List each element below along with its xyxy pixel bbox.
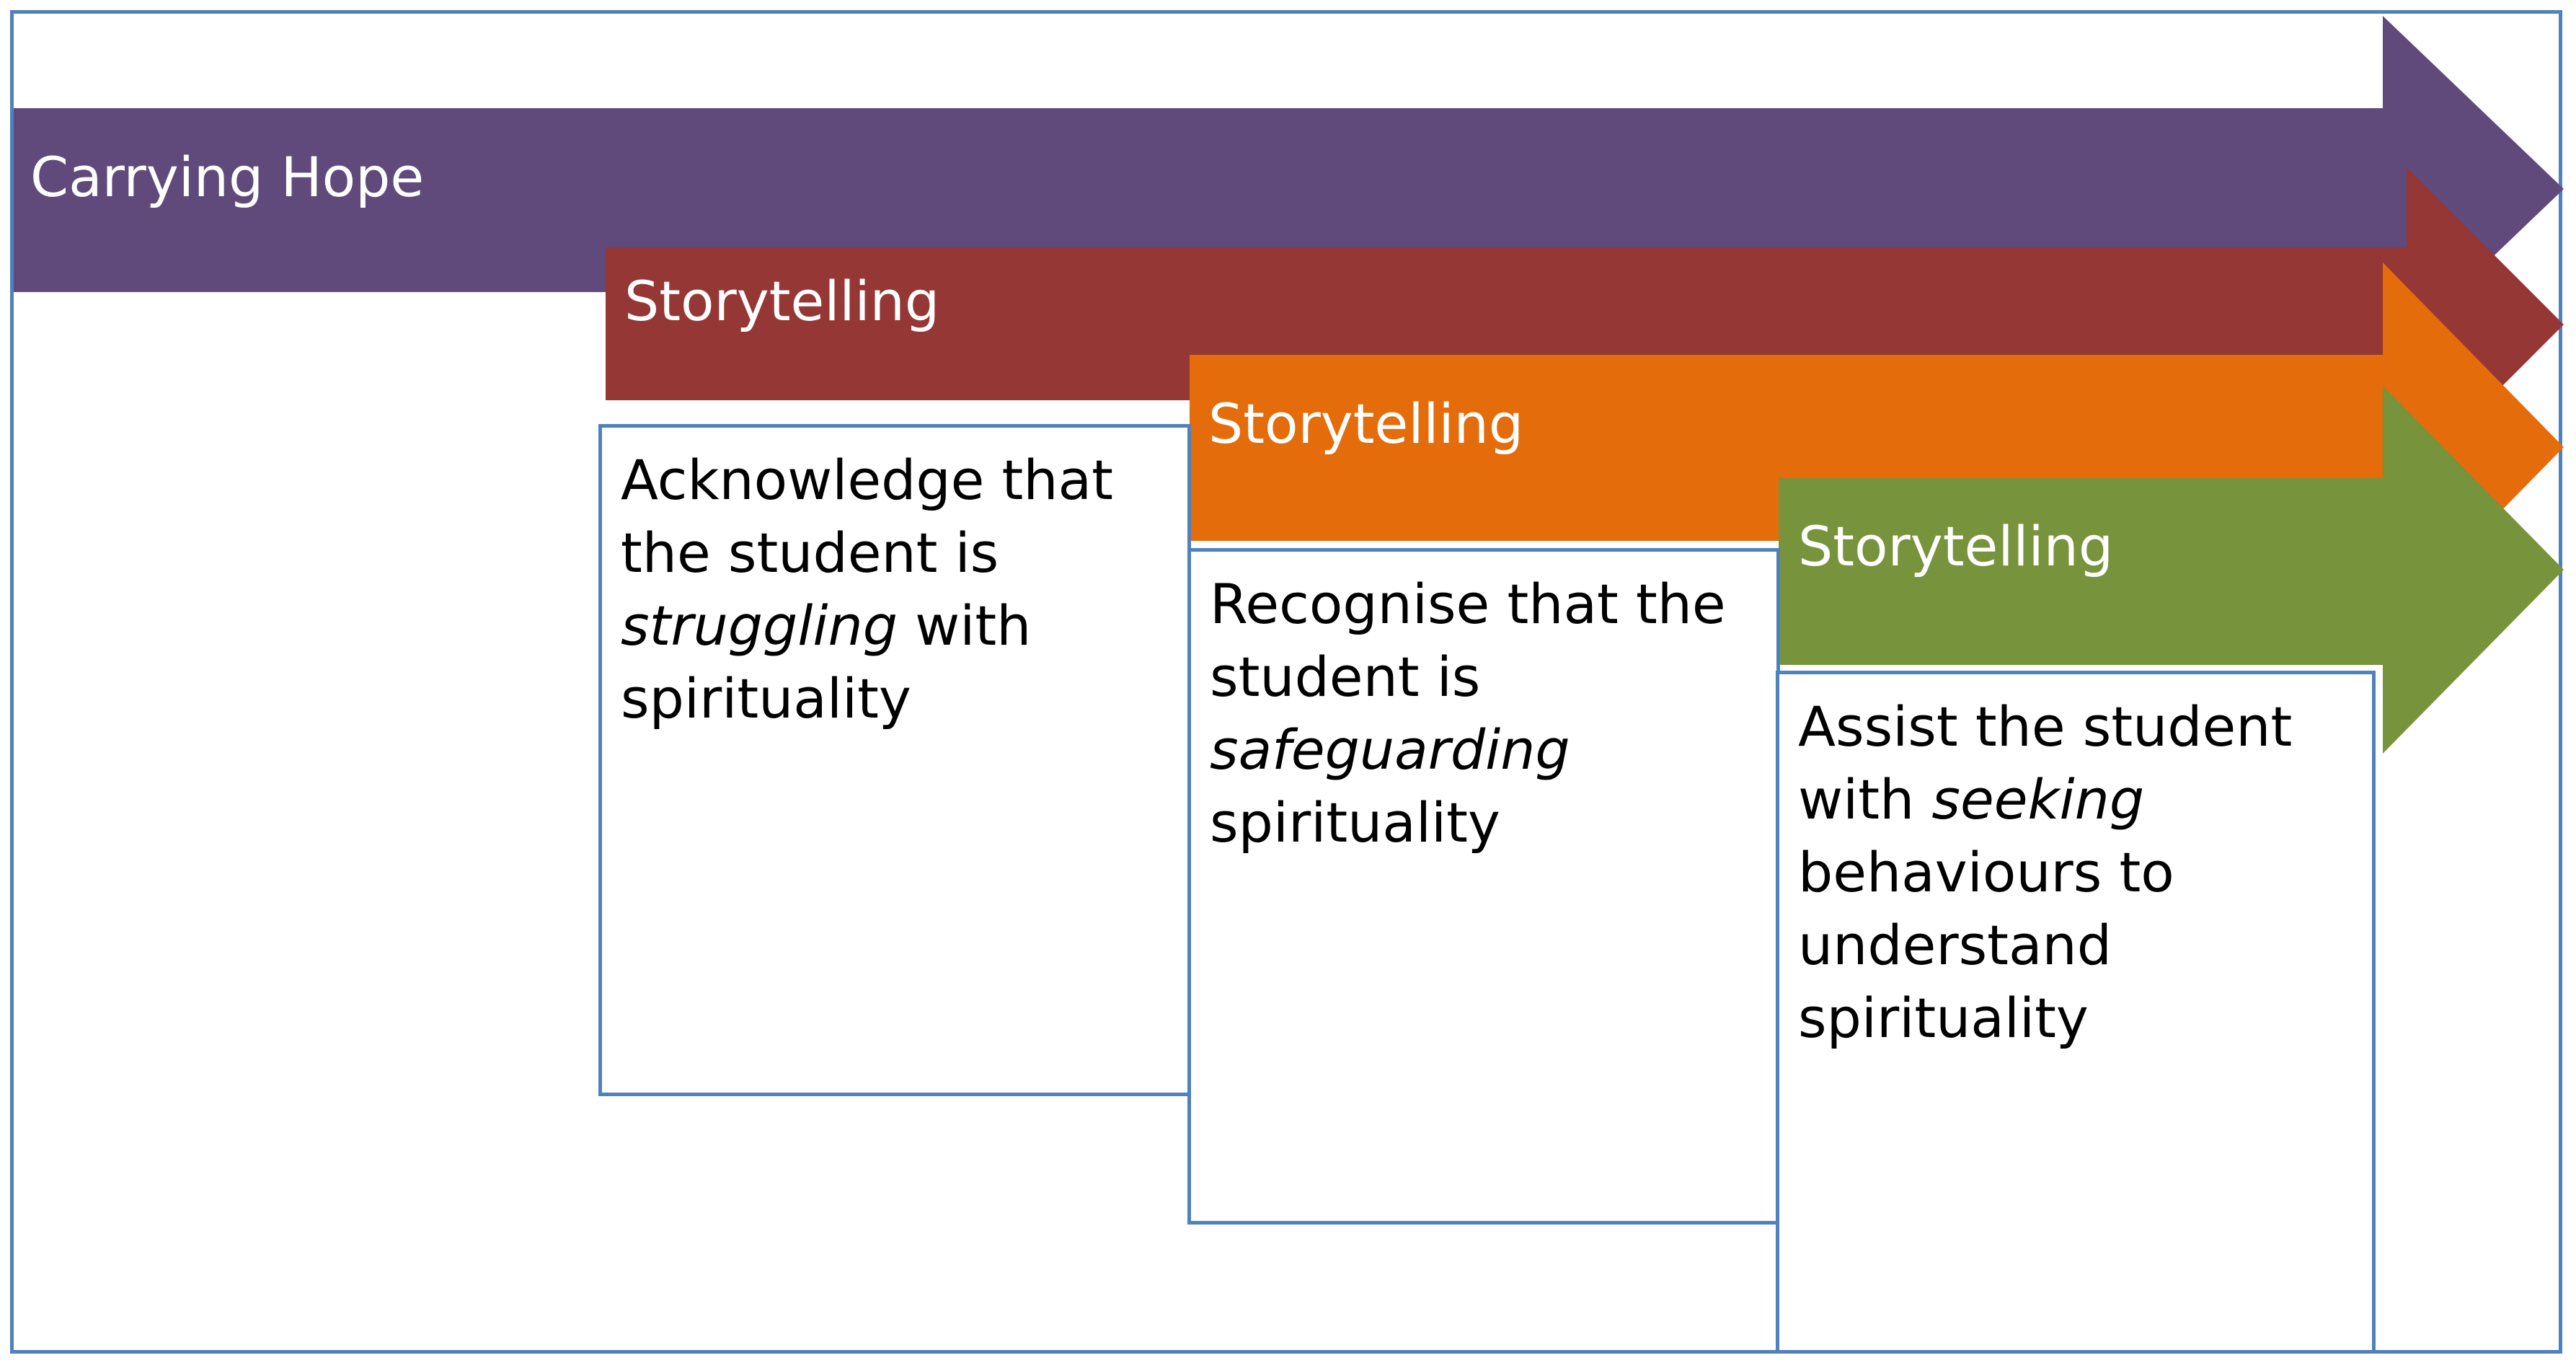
acknowledge-struggling-box: Acknowledge that the student is struggli… — [598, 424, 1191, 1096]
carrying-hope-label: Carrying Hope — [30, 145, 425, 209]
box2-line2: student is — [1210, 645, 1481, 709]
box1-line4: spirituality — [621, 666, 911, 731]
box3-line4: understand — [1798, 913, 2112, 977]
box1-emphasis: struggling — [621, 594, 898, 658]
recognise-safeguarding-box: Recognise that the student is safeguardi… — [1187, 548, 1780, 1225]
box1-line3-rest: with — [897, 594, 1032, 658]
box2-emphasis: safeguarding — [1210, 718, 1570, 782]
box1-line3: struggling with — [621, 589, 1169, 662]
box2-line4: spirituality — [1210, 790, 1500, 855]
storytelling-label-3: Storytelling — [1798, 514, 2114, 578]
box3-line3: behaviours to — [1798, 840, 2174, 904]
box1-line2: the student is — [621, 521, 999, 585]
box3-emphasis: seeking — [1931, 767, 2145, 832]
box3-line1: Assist the student — [1798, 694, 2293, 759]
box2-line1: Recognise that the — [1210, 572, 1726, 636]
assist-seeking-box: Assist the student with seeking behaviou… — [1776, 671, 2376, 1354]
storytelling-label-1: Storytelling — [624, 269, 940, 333]
outer-frame — [10, 10, 2562, 1354]
storytelling-arrow-3 — [1779, 386, 2564, 754]
storytelling-label-2: Storytelling — [1208, 392, 1524, 456]
box2-line3: safeguarding — [1210, 713, 1758, 786]
box1-line1: Acknowledge that — [621, 448, 1113, 512]
storytelling-arrow-1 — [606, 167, 2564, 482]
box3-line5: spirituality — [1798, 986, 2089, 1050]
box3-line2-start: with — [1798, 767, 1932, 832]
box3-line2: with seeking — [1798, 763, 2353, 836]
